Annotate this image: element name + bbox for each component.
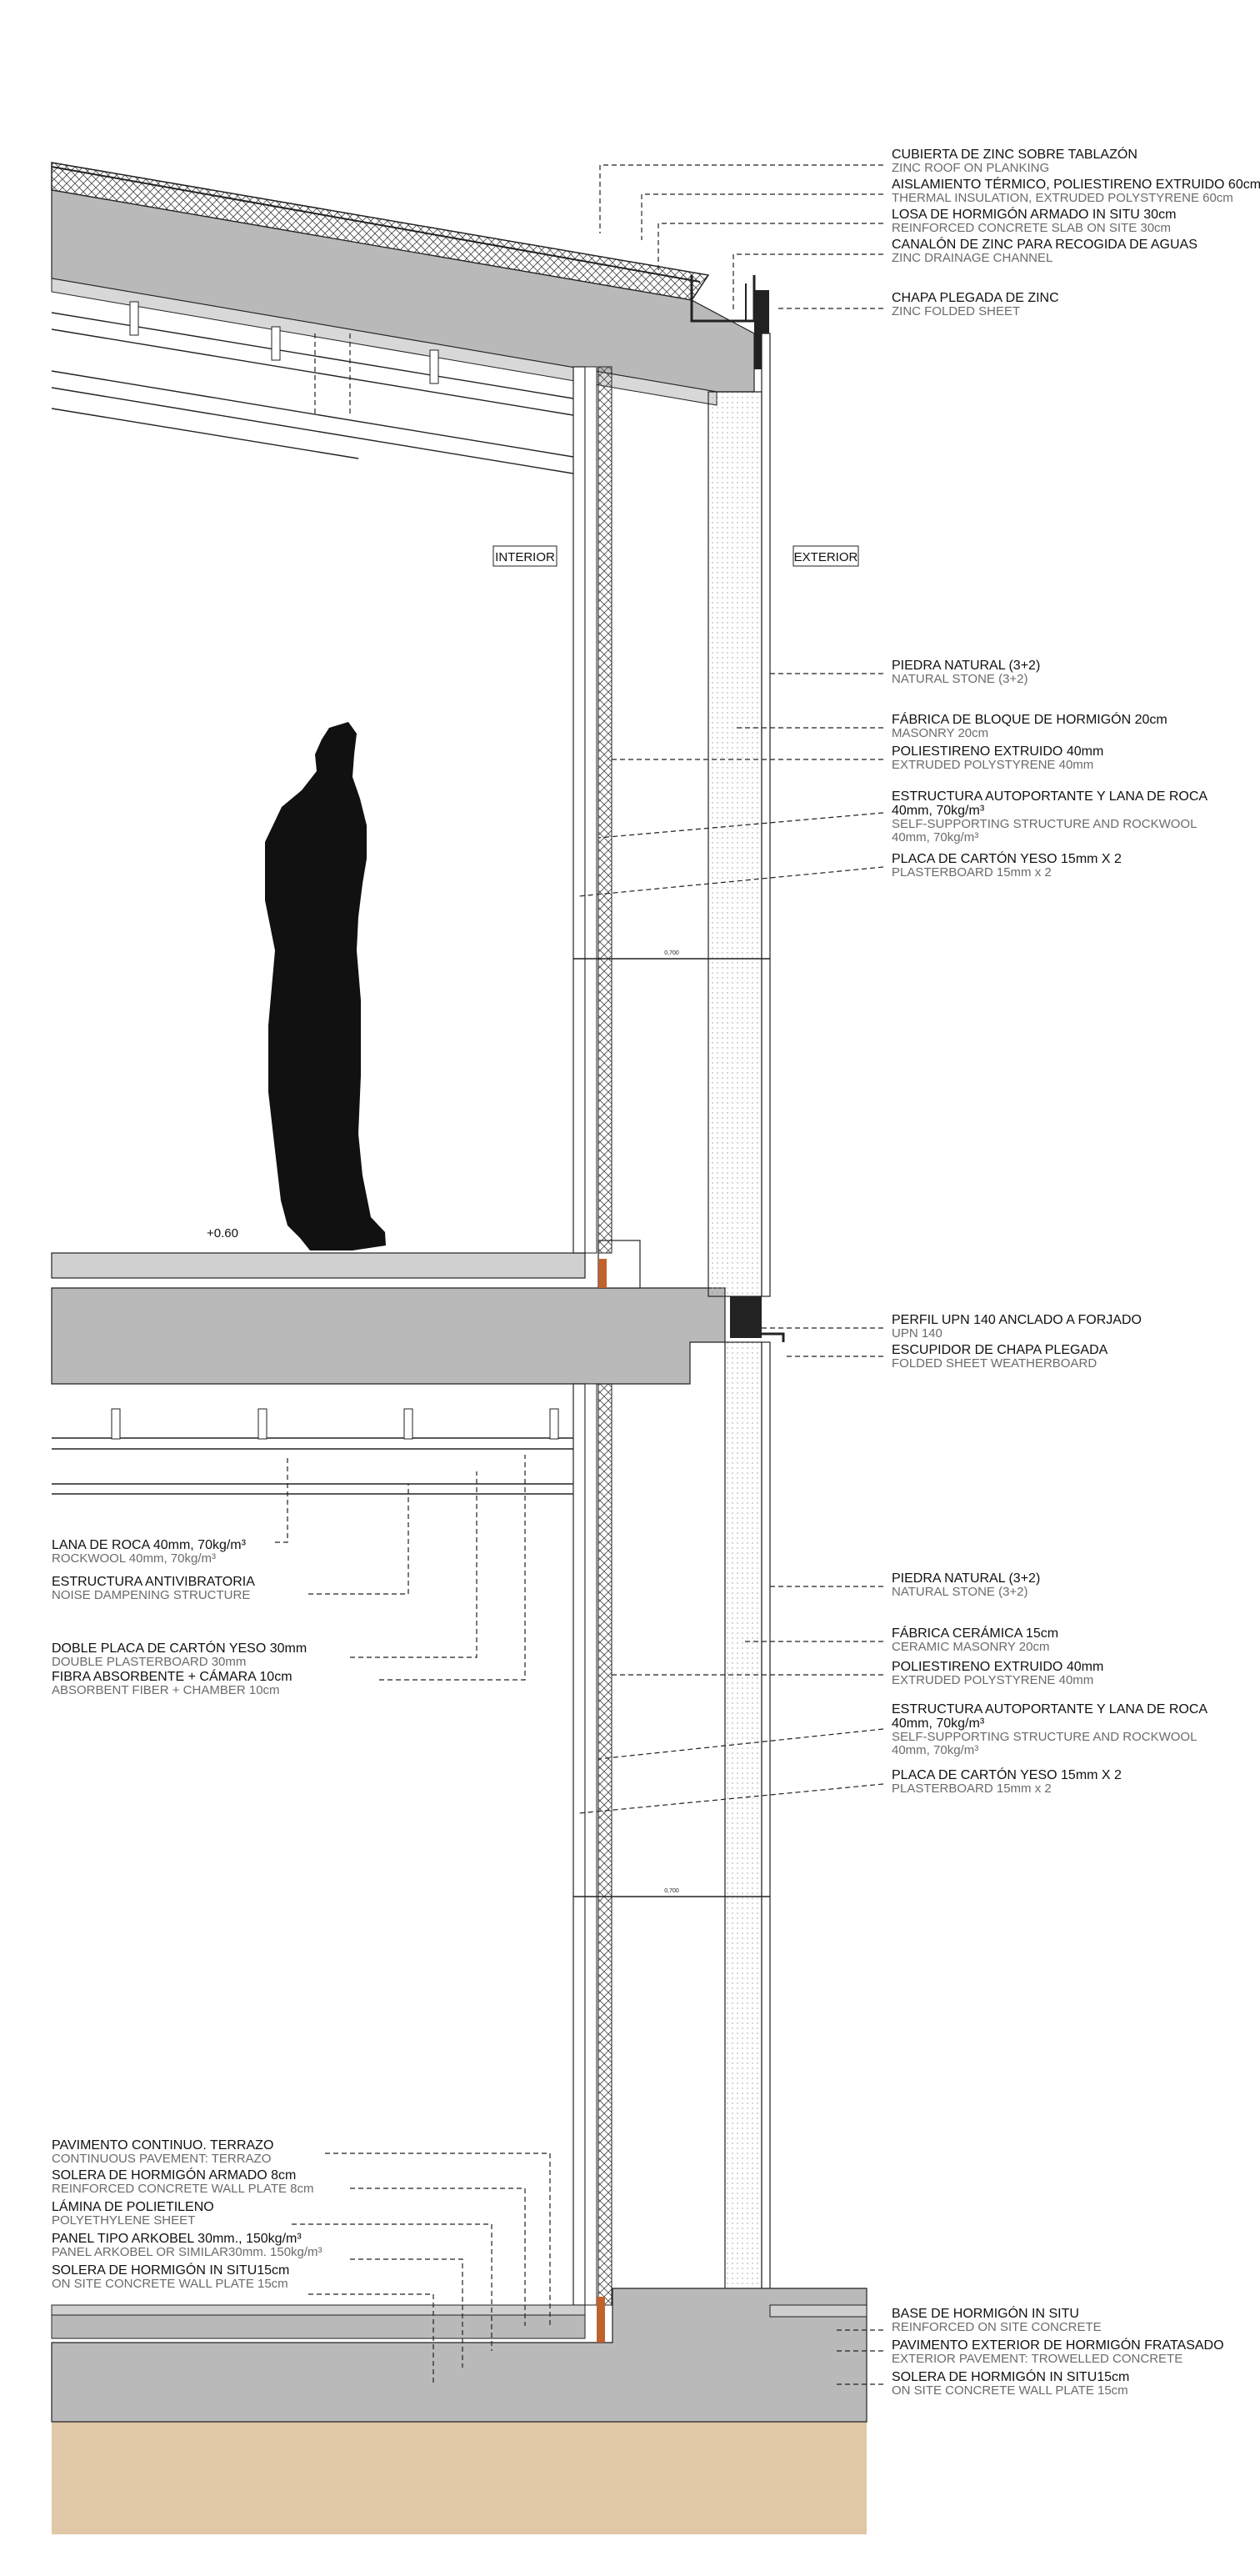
label-stone-upper: PIEDRA NATURAL (3+2) <box>892 659 1040 673</box>
label-polyethylene-en: POLYETHYLENE SHEET <box>52 2213 195 2228</box>
label-gutter: CANALÓN DE ZINC PARA RECOGIDA DE AGUAS <box>892 236 1198 252</box>
label-rockwool-en: ROCKWOOL 40mm, 70kg/m³ <box>52 1551 216 1566</box>
ground-soil <box>52 2422 867 2534</box>
label-structure-upper-2: 40mm, 70kg/m³ <box>892 804 985 818</box>
label-plasterboard-lower-en: PLASTERBOARD 15mm x 2 <box>892 1782 1052 1796</box>
label-roof-insulation: AISLAMIENTO TÉRMICO, POLIESTIRENO EXTRUI… <box>892 176 1260 192</box>
left-leaders <box>275 1455 551 2384</box>
left-labels: LANA DE ROCA 40mm, 70kg/m³ ROCKWOOL 40mm… <box>52 1538 322 2291</box>
intermediate-slab <box>51 1240 785 1495</box>
label-roof-slab: LOSA DE HORMIGÓN ARMADO IN SITU 30cm <box>892 206 1176 222</box>
label-arkobel: PANEL TIPO ARKOBEL 30mm., 150kg/m³ <box>52 2232 302 2246</box>
upper-wall-dimension: 0,700 <box>664 950 679 956</box>
interior-tag-box <box>492 545 558 567</box>
label-ext-slab-en: ON SITE CONCRETE WALL PLATE 15cm <box>892 2383 1128 2398</box>
label-arkobel-en: PANEL ARKOBEL OR SIMILAR30mm. 150kg/m³ <box>52 2245 322 2259</box>
label-roof-slab-en: REINFORCED CONCRETE SLAB ON SITE 30cm <box>892 221 1171 235</box>
ground-floor <box>51 2288 868 2423</box>
exterior-wall <box>708 333 771 2302</box>
label-polyethylene: LÁMINA DE POLIETILENO <box>52 2198 214 2214</box>
label-structure-upper-en2: 40mm, 70kg/m³ <box>892 830 978 844</box>
label-xps-upper: POLIESTIRENO EXTRUIDO 40mm <box>892 744 1103 759</box>
label-wall-plate-8-en: REINFORCED CONCRETE WALL PLATE 8cm <box>52 2182 314 2196</box>
label-double-plasterboard: DOBLE PLACA DE CARTÓN YESO 30mm <box>52 1640 307 1656</box>
label-absorbent-fiber-en: ABSORBENT FIBER + CHAMBER 10cm <box>52 1683 280 1697</box>
label-upn: PERFIL UPN 140 ANCLADO A FORJADO <box>892 1313 1142 1327</box>
label-rockwool: LANA DE ROCA 40mm, 70kg/m³ <box>52 1538 247 1552</box>
label-folded-sheet: CHAPA PLEGADA DE ZINC <box>892 291 1059 305</box>
label-concrete-base: BASE DE HORMIGÓN IN SITU <box>892 2305 1079 2321</box>
label-weatherboard: ESCUPIDOR DE CHAPA PLEGADA <box>892 1343 1108 1357</box>
exterior-tag: EXTERIOR <box>794 550 858 564</box>
label-folded-sheet-en: ZINC FOLDED SHEET <box>892 304 1020 318</box>
label-structure-lower-en: SELF-SUPPORTING STRUCTURE AND ROCKWOOL <box>892 1730 1197 1744</box>
exterior-tag-box <box>792 545 859 567</box>
label-xps-upper-en: EXTRUDED POLYSTYRENE 40mm <box>892 758 1093 772</box>
label-terrazo: PAVIMENTO CONTINUO. TERRAZO <box>52 2138 273 2153</box>
label-ext-pavement: PAVIMENTO EXTERIOR DE HORMIGÓN FRATASADO <box>892 2337 1224 2353</box>
label-block-masonry: FÁBRICA DE BLOQUE DE HORMIGÓN 20cm <box>892 711 1168 727</box>
lower-wall-dimension: 0,700 <box>664 1888 679 1894</box>
label-roof-insulation-en: THERMAL INSULATION, EXTRUDED POLYSTYRENE… <box>892 191 1233 205</box>
label-structure-lower-2: 40mm, 70kg/m³ <box>892 1716 985 1731</box>
label-stone-upper-en: NATURAL STONE (3+2) <box>892 672 1028 686</box>
label-absorbent-fiber: FIBRA ABSORBENTE + CÁMARA 10cm <box>52 1668 292 1684</box>
label-ceramic-masonry: FÁBRICA CERÁMICA 15cm <box>892 1625 1058 1641</box>
label-structure-upper-en: SELF-SUPPORTING STRUCTURE AND ROCKWOOL <box>892 817 1197 831</box>
label-structure-upper: ESTRUCTURA AUTOPORTANTE Y LANA DE ROCA <box>892 789 1208 804</box>
level-marker: +0.60 <box>207 1226 238 1240</box>
label-zinc-roof: CUBIERTA DE ZINC SOBRE TABLAZÓN <box>892 146 1138 162</box>
label-gutter-en: ZINC DRAINAGE CHANNEL <box>892 251 1052 265</box>
human-figure-silhouette <box>265 722 386 1250</box>
label-terrazo-en: CONTINUOUS PAVEMENT: TERRAZO <box>52 2152 271 2166</box>
label-stone-lower: PIEDRA NATURAL (3+2) <box>892 1571 1040 1586</box>
label-structure-lower-en2: 40mm, 70kg/m³ <box>892 1743 978 1757</box>
label-weatherboard-en: FOLDED SHEET WEATHERBOARD <box>892 1356 1097 1371</box>
label-ext-slab: SOLERA DE HORMIGÓN IN SITU15cm <box>892 2368 1129 2384</box>
label-block-masonry-en: MASONRY 20cm <box>892 726 988 740</box>
interior-tag: INTERIOR <box>495 550 555 564</box>
label-wall-plate-8: SOLERA DE HORMIGÓN ARMADO 8cm <box>52 2167 296 2183</box>
roof-assembly <box>51 162 769 476</box>
label-xps-lower-en: EXTRUDED POLYSTYRENE 40mm <box>892 1673 1093 1687</box>
right-leaders <box>578 164 884 2385</box>
label-xps-lower: POLIESTIRENO EXTRUIDO 40mm <box>892 1660 1103 1674</box>
label-structure-lower: ESTRUCTURA AUTOPORTANTE Y LANA DE ROCA <box>892 1702 1208 1716</box>
label-wall-plate-15-en: ON SITE CONCRETE WALL PLATE 15cm <box>52 2277 288 2291</box>
label-antivibration: ESTRUCTURA ANTIVIBRATORIA <box>52 1575 255 1589</box>
label-ceramic-masonry-en: CERAMIC MASONRY 20cm <box>892 1640 1050 1654</box>
label-antivibration-en: NOISE DAMPENING STRUCTURE <box>52 1588 250 1602</box>
label-concrete-base-en: REINFORCED ON SITE CONCRETE <box>892 2320 1102 2334</box>
label-wall-plate-15: SOLERA DE HORMIGÓN IN SITU15cm <box>52 2262 289 2278</box>
label-double-plasterboard-en: DOUBLE PLASTERBOARD 30mm <box>52 1655 246 1669</box>
label-ext-pavement-en: EXTERIOR PAVEMENT: TROWELLED CONCRETE <box>892 2352 1182 2366</box>
label-zinc-roof-en: ZINC ROOF ON PLANKING <box>892 161 1049 175</box>
label-plasterboard-upper: PLACA DE CARTÓN YESO 15mm X 2 <box>892 850 1122 866</box>
label-upn-en: UPN 140 <box>892 1326 942 1341</box>
interior-wall-layers <box>572 366 612 2306</box>
label-plasterboard-lower: PLACA DE CARTÓN YESO 15mm X 2 <box>892 1767 1122 1782</box>
right-labels: CUBIERTA DE ZINC SOBRE TABLAZÓN ZINC ROO… <box>892 146 1260 2398</box>
label-plasterboard-upper-en: PLASTERBOARD 15mm x 2 <box>892 865 1052 880</box>
label-stone-lower-en: NATURAL STONE (3+2) <box>892 1585 1028 1599</box>
